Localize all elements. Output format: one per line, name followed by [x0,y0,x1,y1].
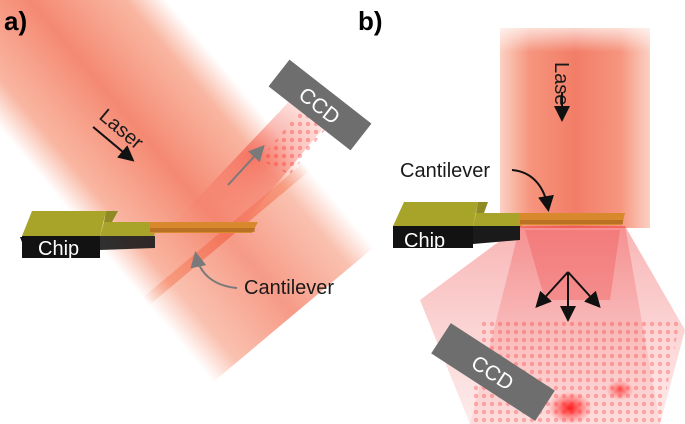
laser-label-b: Laser [550,62,572,112]
panel-label-b: b) [358,6,383,36]
cantilever-pointer-b [511,169,554,212]
panel-label-a: a) [4,6,27,36]
reflection-arrow [227,145,265,186]
diffraction-arrows [535,271,601,322]
laser-label-group-b: Laser [550,62,572,112]
chip-a: Chip [20,211,158,260]
chip-label-b: Chip [404,230,445,252]
chip-b: Chip [393,202,525,252]
laser-beam-a [0,0,374,383]
cantilever-pointer-a [190,251,238,289]
panel-b: Laser Chip Cantilever CCD b) [358,6,685,424]
cantilever-label-b: Cantilever [400,160,490,182]
chip-label-a: Chip [38,238,79,260]
panel-a: CCD Laser Chip Cantilever a) [0,0,374,383]
cantilever-label-a: Cantilever [244,277,334,299]
